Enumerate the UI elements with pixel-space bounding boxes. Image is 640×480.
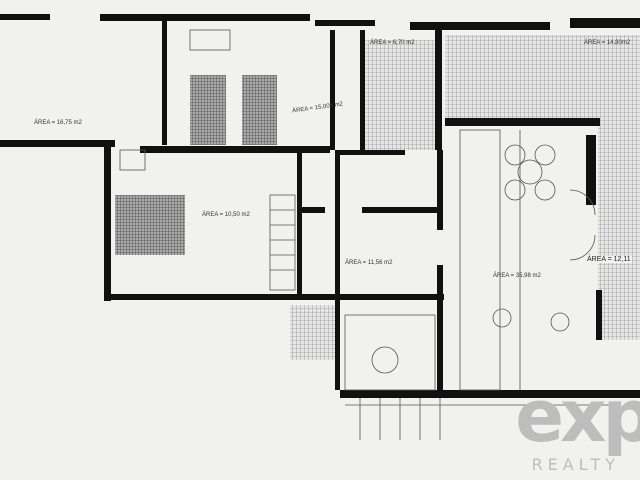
- room-area-label: ÁREA = 35,98 m2: [493, 273, 541, 279]
- fixtures: [119, 29, 620, 440]
- room-area-label: ÁREA = 6,70 m2: [370, 40, 415, 46]
- room-area-label: ÁREA = 11,56 m2: [345, 260, 393, 266]
- room-area-label: ÁREA = 10,50 m2: [202, 212, 250, 218]
- room-area-label: ÁREA = 14,80m2: [584, 40, 631, 46]
- logo-text: REALTY: [531, 455, 620, 474]
- room-area-label: ÁREA = 16,75 m2: [34, 120, 82, 126]
- tiled-floors: [290, 35, 640, 360]
- exp-realty-watermark: exp REALTY: [510, 380, 640, 480]
- beds: [115, 75, 277, 255]
- walls: [0, 14, 640, 398]
- room-area-label: ÁREA = 12,11: [586, 256, 632, 263]
- logo-mark: exp: [515, 374, 640, 458]
